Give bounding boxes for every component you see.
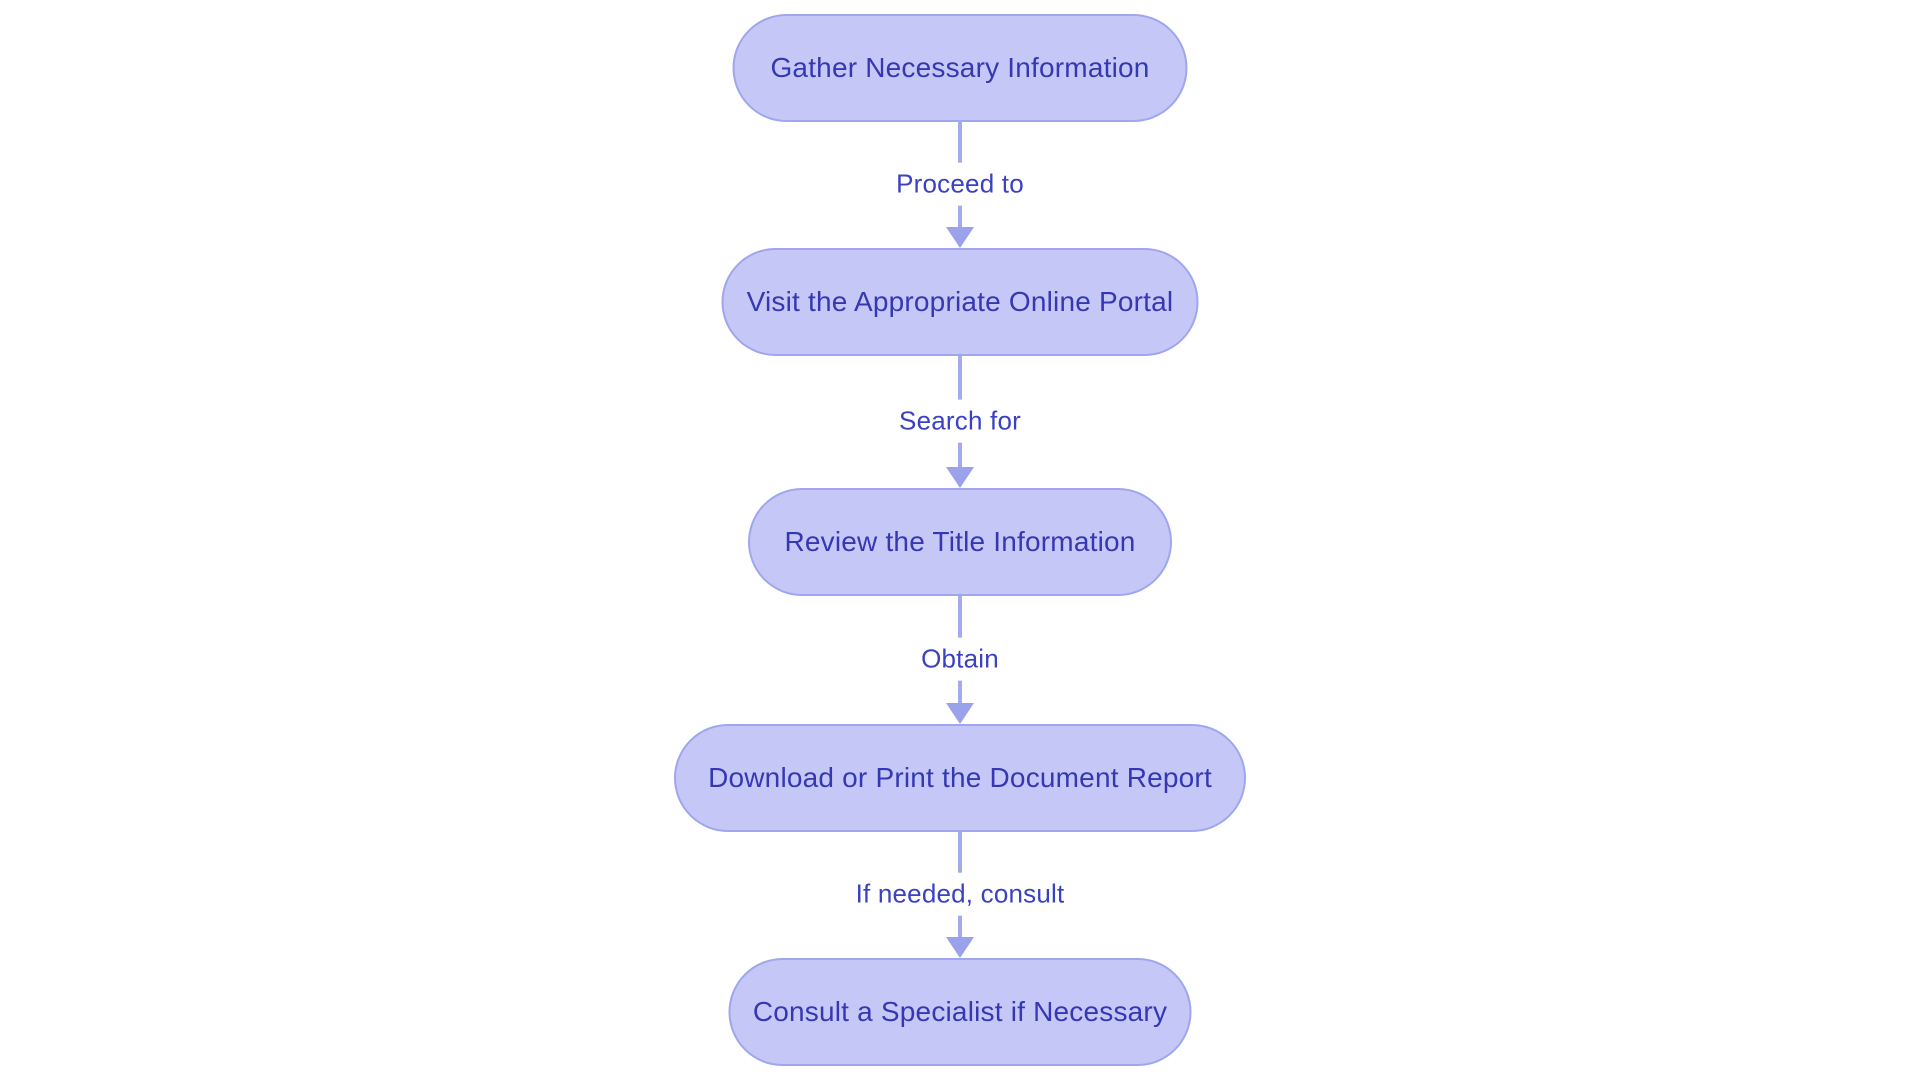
arrowhead-down-icon [946,227,974,248]
flowchart-node-gather-information: Gather Necessary Information [732,14,1188,122]
flowchart-node-consult-specialist: Consult a Specialist if Necessary [728,958,1192,1066]
arrowhead-down-icon [946,467,974,488]
edge-label-search-for: Search for [887,399,1033,443]
flowchart-edge-proceed-to: Proceed to [750,121,1170,248]
node-label-download-report: Download or Print the Document Report [708,762,1212,793]
flowchart-node-review-title: Review the Title Information [748,488,1172,596]
arrowhead-down-icon [946,937,974,958]
edge-label-proceed-to: Proceed to [884,162,1036,206]
flowchart-edge-if-needed-consult: If needed, consult [750,831,1170,958]
node-label-gather-information: Gather Necessary Information [770,52,1150,83]
flowchart-node-visit-portal: Visit the Appropriate Online Portal [721,248,1199,356]
arrowhead-down-icon [946,703,974,724]
flowchart-node-download-report: Download or Print the Document Report [674,724,1246,832]
node-label-review-title: Review the Title Information [784,526,1136,557]
edge-label-if-needed-consult: If needed, consult [843,872,1077,916]
edge-label-obtain: Obtain [909,637,1011,681]
flowchart-edge-search-for: Search for [750,355,1170,488]
node-label-visit-portal: Visit the Appropriate Online Portal [746,286,1174,317]
flowchart-edge-obtain: Obtain [750,595,1170,724]
node-label-consult-specialist: Consult a Specialist if Necessary [752,996,1168,1027]
